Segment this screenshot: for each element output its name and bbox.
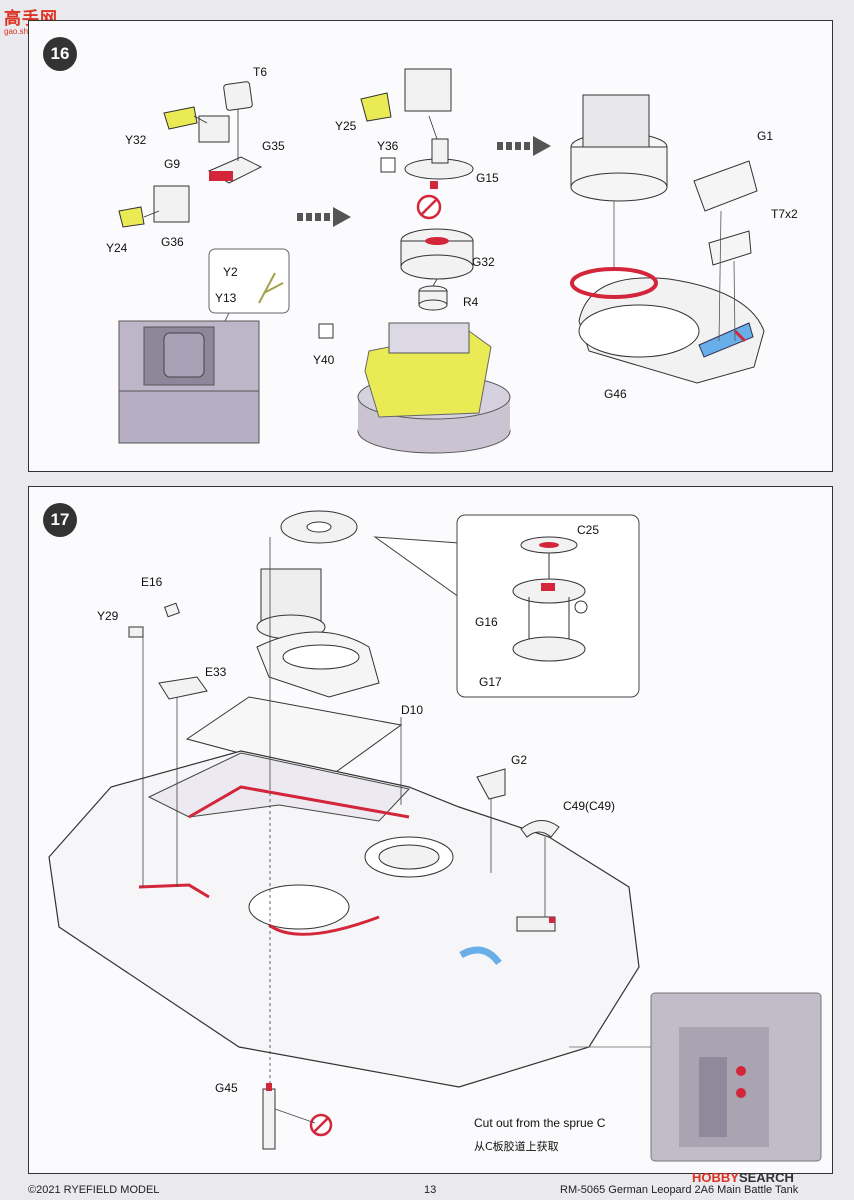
footer-page-number: 13	[424, 1184, 437, 1196]
label-r4: R4	[463, 295, 479, 309]
part-t6	[223, 81, 253, 111]
part-g1	[693, 160, 758, 212]
label-g32: G32	[472, 255, 495, 269]
part-y25	[360, 92, 392, 122]
label-g36: G36	[161, 235, 184, 249]
decal-icon	[380, 157, 396, 173]
label-e16: E16	[141, 575, 163, 589]
hobbysearch-watermark: HOBBYSEARCH	[692, 1170, 794, 1185]
label-e33: E33	[205, 665, 227, 679]
label-g15: G15	[476, 171, 499, 185]
label-g2: G2	[511, 753, 528, 767]
part-y36	[431, 138, 449, 164]
part-y32	[163, 106, 198, 130]
label-g46: G46	[604, 387, 627, 401]
part-y24	[118, 206, 145, 228]
part-g9	[198, 115, 230, 143]
sprue-note-chinese: 从C板胶道上获取	[474, 1140, 559, 1153]
part-t7	[708, 230, 752, 266]
label-y29: Y29	[97, 609, 119, 623]
label-g45: G45	[215, 1081, 238, 1095]
step-16-panel: 16 T6 Y32 G9 G35 Y24 G36 Y2 Y13 Y25 Y36 …	[28, 20, 833, 472]
step-16-number: 16	[43, 37, 77, 71]
step-17-illustration	[48, 510, 822, 1162]
part-g2	[476, 768, 506, 800]
label-y24: Y24	[106, 241, 128, 255]
label-t6: T6	[253, 65, 268, 79]
part-e33	[158, 676, 208, 700]
label-y2: Y2	[223, 265, 238, 279]
footer-copyright: ©2021 RYEFIELD MODEL	[28, 1184, 160, 1196]
label-c49: C49(C49)	[563, 799, 616, 813]
part-sight-head	[404, 68, 452, 112]
sprue-note-english: Cut out from the sprue C	[474, 1116, 606, 1130]
label-g1: G1	[757, 129, 774, 143]
step-17-number: 17	[43, 503, 77, 537]
step-16-illustration	[118, 68, 765, 454]
label-t7x2: T7x2	[771, 207, 798, 221]
label-y40: Y40	[313, 353, 335, 367]
label-g35: G35	[262, 139, 285, 153]
part-c49	[520, 820, 560, 838]
label-g17: G17	[479, 675, 502, 689]
part-g36	[153, 185, 190, 223]
label-y25: Y25	[335, 119, 357, 133]
label-y32: Y32	[125, 133, 147, 147]
label-d10: D10	[401, 703, 424, 717]
step-17-panel: 17 C25 G16 G17 E16 Y29 E33 D10 G2 C49(C4…	[28, 486, 833, 1174]
label-c25: C25	[577, 523, 600, 537]
label-g9: G9	[164, 157, 181, 171]
label-g16: G16	[475, 615, 498, 629]
label-y36: Y36	[377, 139, 399, 153]
hull	[48, 750, 640, 1088]
footer-title: RM-5065 German Leopard 2A6 Main Battle T…	[560, 1184, 799, 1196]
label-y13: Y13	[215, 291, 237, 305]
